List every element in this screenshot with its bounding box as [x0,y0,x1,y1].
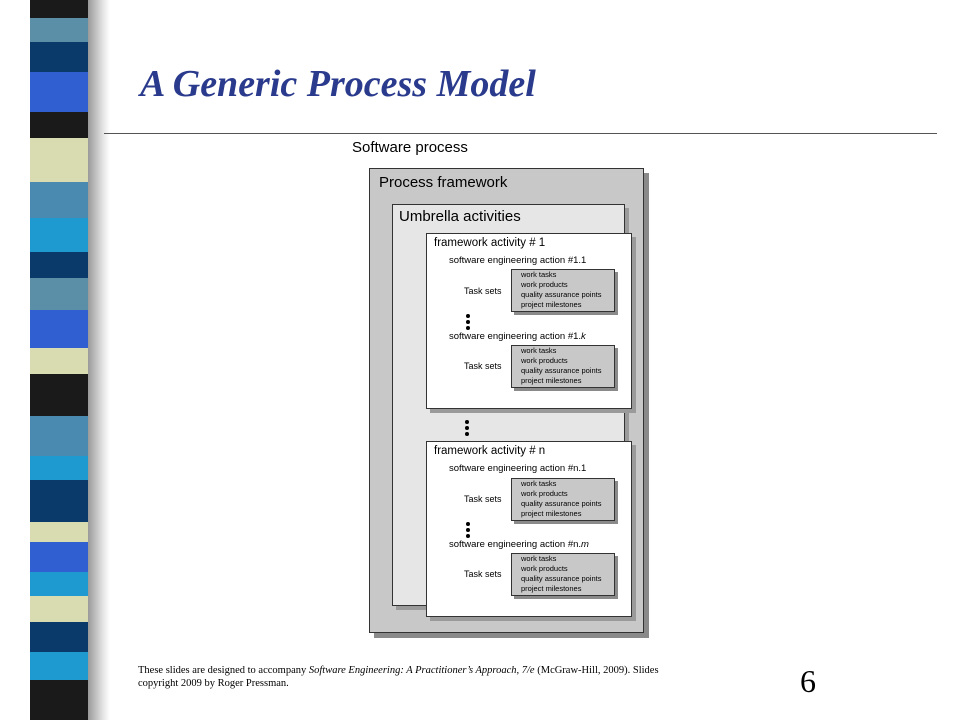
action-1-k-label: software engineering action #1.k [449,331,586,342]
framework-activity-n-title: framework activity # n [434,445,546,457]
decorative-stripe [30,0,88,720]
task-item: work tasks [521,270,557,279]
action-n-1-label: software engineering action #n.1 [449,463,587,474]
ellipsis-icon [466,522,470,540]
action-n-m-label: software engineering action #n.m [449,539,589,550]
task-item: quality assurance points [521,290,602,299]
task-item: work products [521,489,568,498]
umbrella-activities-label: Umbrella activities [399,208,521,225]
task-set-box: work tasks work products quality assuran… [511,345,615,388]
ellipsis-icon [465,420,469,438]
task-item: work tasks [521,554,557,563]
task-item: work products [521,356,568,365]
action-1-1-label: software engineering action #1.1 [449,255,587,266]
task-set-box: work tasks work products quality assuran… [511,269,615,312]
task-item: work tasks [521,346,557,355]
task-item: work products [521,564,568,573]
task-sets-label: Task sets [464,494,502,504]
task-item: project milestones [521,376,582,385]
task-set-box: work tasks work products quality assuran… [511,553,615,596]
task-sets-label: Task sets [464,286,502,296]
task-item: project milestones [521,509,582,518]
ellipsis-icon [466,314,470,332]
task-item: quality assurance points [521,366,602,375]
task-item: work tasks [521,479,557,488]
task-item: quality assurance points [521,499,602,508]
page-title: A Generic Process Model [140,63,536,105]
page-number: 6 [800,663,816,699]
task-item: project milestones [521,300,582,309]
software-process-label: Software process [352,139,468,156]
copyright-footer: These slides are designed to accompany S… [138,665,659,689]
task-sets-label: Task sets [464,361,502,371]
task-sets-label: Task sets [464,569,502,579]
process-framework-label: Process framework [379,174,508,191]
title-divider [104,133,937,134]
task-item: project milestones [521,584,582,593]
book-title: Software Engineering: A Practitioner’s A… [308,665,535,676]
framework-activity-1-title: framework activity # 1 [434,237,546,249]
task-item: quality assurance points [521,574,602,583]
stripe-shadow [88,0,110,720]
task-item: work products [521,280,568,289]
task-set-box: work tasks work products quality assuran… [511,478,615,521]
